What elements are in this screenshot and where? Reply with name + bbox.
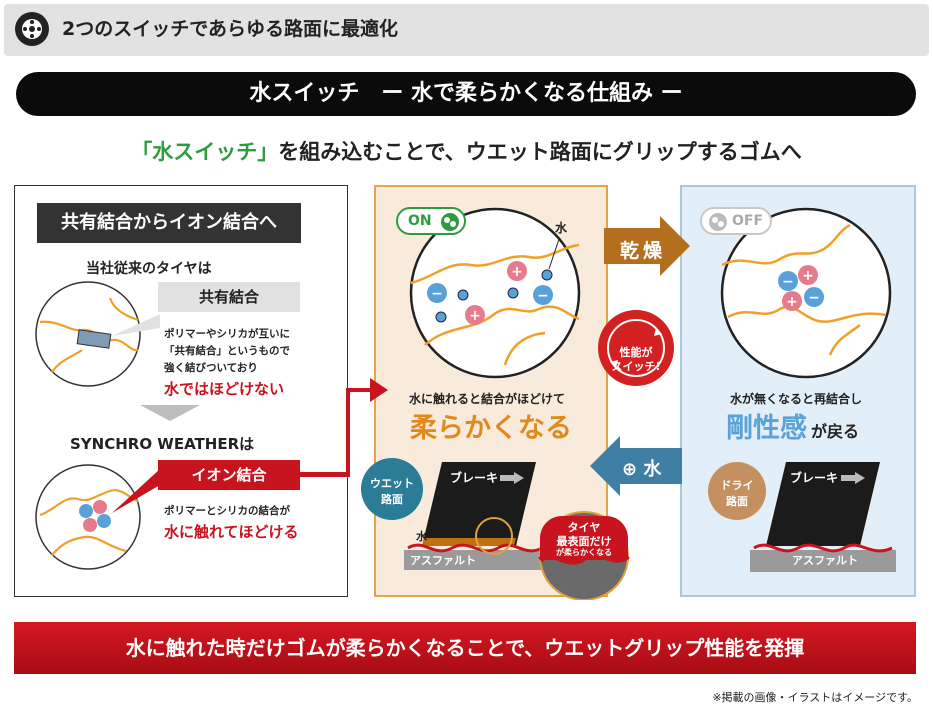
switch-line2: スイッチ! bbox=[611, 360, 661, 373]
mid-emphasis: 柔らかくなる bbox=[410, 413, 572, 444]
zoom-line2: 最表面だけ bbox=[556, 535, 612, 548]
svg-text:+: + bbox=[469, 308, 481, 324]
right-caption: 水が無くなると再結合し bbox=[730, 392, 863, 406]
page-title: 2つのスイッチであらゆる路面に最適化 bbox=[62, 18, 399, 40]
svg-text:+: + bbox=[802, 268, 814, 284]
water-drop-off-icon bbox=[709, 213, 727, 231]
on-badge-label: ON bbox=[408, 213, 432, 229]
dry-tire-illustration bbox=[750, 462, 896, 572]
svg-text:+: + bbox=[511, 264, 523, 280]
wet-road-badge bbox=[361, 458, 423, 520]
section-banner: 水スイッチ ー 水で柔らかくなる仕組み ー bbox=[16, 72, 916, 116]
covalent-desc-3: 強く結びついており bbox=[164, 362, 258, 374]
svg-text:−: − bbox=[782, 274, 794, 290]
right-emphasis: 剛性感 bbox=[726, 413, 807, 444]
right-emphasis-rest: が戻る bbox=[811, 422, 860, 441]
header-bar bbox=[4, 4, 929, 56]
down-arrow-icon bbox=[140, 405, 200, 421]
covalent-desc-2: 「共有結合」というもので bbox=[164, 345, 290, 357]
dry-badge-line2: 路面 bbox=[726, 495, 748, 508]
wet-brake-label: ブレーキ bbox=[450, 471, 499, 485]
water-label: 水 bbox=[555, 221, 568, 235]
water-small-label: 水 bbox=[416, 530, 427, 543]
covalent-desc-1: ポリマーやシリカが互いに bbox=[164, 328, 290, 340]
water-drop-icon bbox=[441, 213, 459, 231]
zoom-line3: が柔らかくなる bbox=[556, 548, 612, 557]
ionic-tag: イオン結合 bbox=[158, 460, 300, 490]
dry-badge-line1: ドライ bbox=[720, 479, 754, 492]
tire-icon bbox=[15, 12, 49, 46]
covalent-emphasis: 水ではほどけない bbox=[164, 380, 285, 398]
connector-arrow bbox=[298, 378, 388, 476]
water-arrow bbox=[590, 436, 682, 496]
covalent-diagram bbox=[35, 281, 160, 387]
subtitle-rest: を組み込むことで、ウエット路面にグリップするゴムへ bbox=[278, 140, 802, 164]
dry-arrow-label: 乾燥 bbox=[620, 240, 667, 262]
wet-badge-line1: ウエット bbox=[370, 477, 414, 490]
off-badge-label: OFF bbox=[732, 213, 764, 229]
svg-text:−: − bbox=[537, 288, 549, 304]
footnote: ※掲載の画像・イラストはイメージです。 bbox=[712, 691, 918, 704]
on-molecule-diagram: − − + + bbox=[409, 207, 581, 379]
zoom-callout bbox=[540, 516, 628, 560]
on-badge: ON bbox=[396, 207, 466, 235]
zoom-title: タイヤ bbox=[567, 521, 601, 534]
arrow-right-icon-2 bbox=[841, 472, 865, 484]
ionic-desc: ポリマーとシリカの結合が bbox=[164, 505, 290, 517]
dry-brake-label: ブレーキ bbox=[790, 471, 839, 485]
dry-arrow bbox=[604, 216, 690, 276]
dry-road-badge bbox=[708, 462, 766, 520]
off-badge: OFF bbox=[700, 207, 772, 235]
wet-asphalt-label: アスファルト bbox=[410, 554, 476, 567]
conventional-heading: 当社従来のタイヤは bbox=[86, 261, 212, 277]
ionic-emphasis: 水に触れてほどける bbox=[164, 523, 299, 541]
mid-caption: 水に触れると結合がほどけて bbox=[409, 392, 566, 406]
synchro-heading: SYNCHRO WEATHERは bbox=[70, 435, 255, 453]
switch-line1: 性能が bbox=[619, 346, 653, 359]
off-molecule-diagram: − + + − bbox=[720, 207, 892, 379]
ionic-diagram bbox=[35, 464, 350, 570]
water-arrow-label: ⊕ 水 bbox=[622, 459, 662, 480]
svg-text:−: − bbox=[808, 290, 820, 306]
switch-badge bbox=[598, 310, 674, 386]
svg-text:+: + bbox=[786, 294, 798, 310]
arrow-right-icon bbox=[500, 472, 524, 484]
dry-asphalt-label: アスファルト bbox=[792, 554, 858, 567]
subtitle: 「水スイッチ」を組み込むことで、ウエット路面にグリップするゴムへ bbox=[0, 136, 933, 166]
wet-badge-line2: 路面 bbox=[381, 493, 403, 506]
subtitle-highlight: 「水スイッチ」 bbox=[131, 140, 279, 164]
left-panel-label: 共有結合からイオン結合へ bbox=[37, 203, 301, 243]
covalent-tag: 共有結合 bbox=[158, 282, 300, 312]
bottom-summary: 水に触れた時だけゴムが柔らかくなることで、ウエットグリップ性能を発揮 bbox=[14, 622, 916, 674]
svg-text:−: − bbox=[431, 286, 443, 302]
